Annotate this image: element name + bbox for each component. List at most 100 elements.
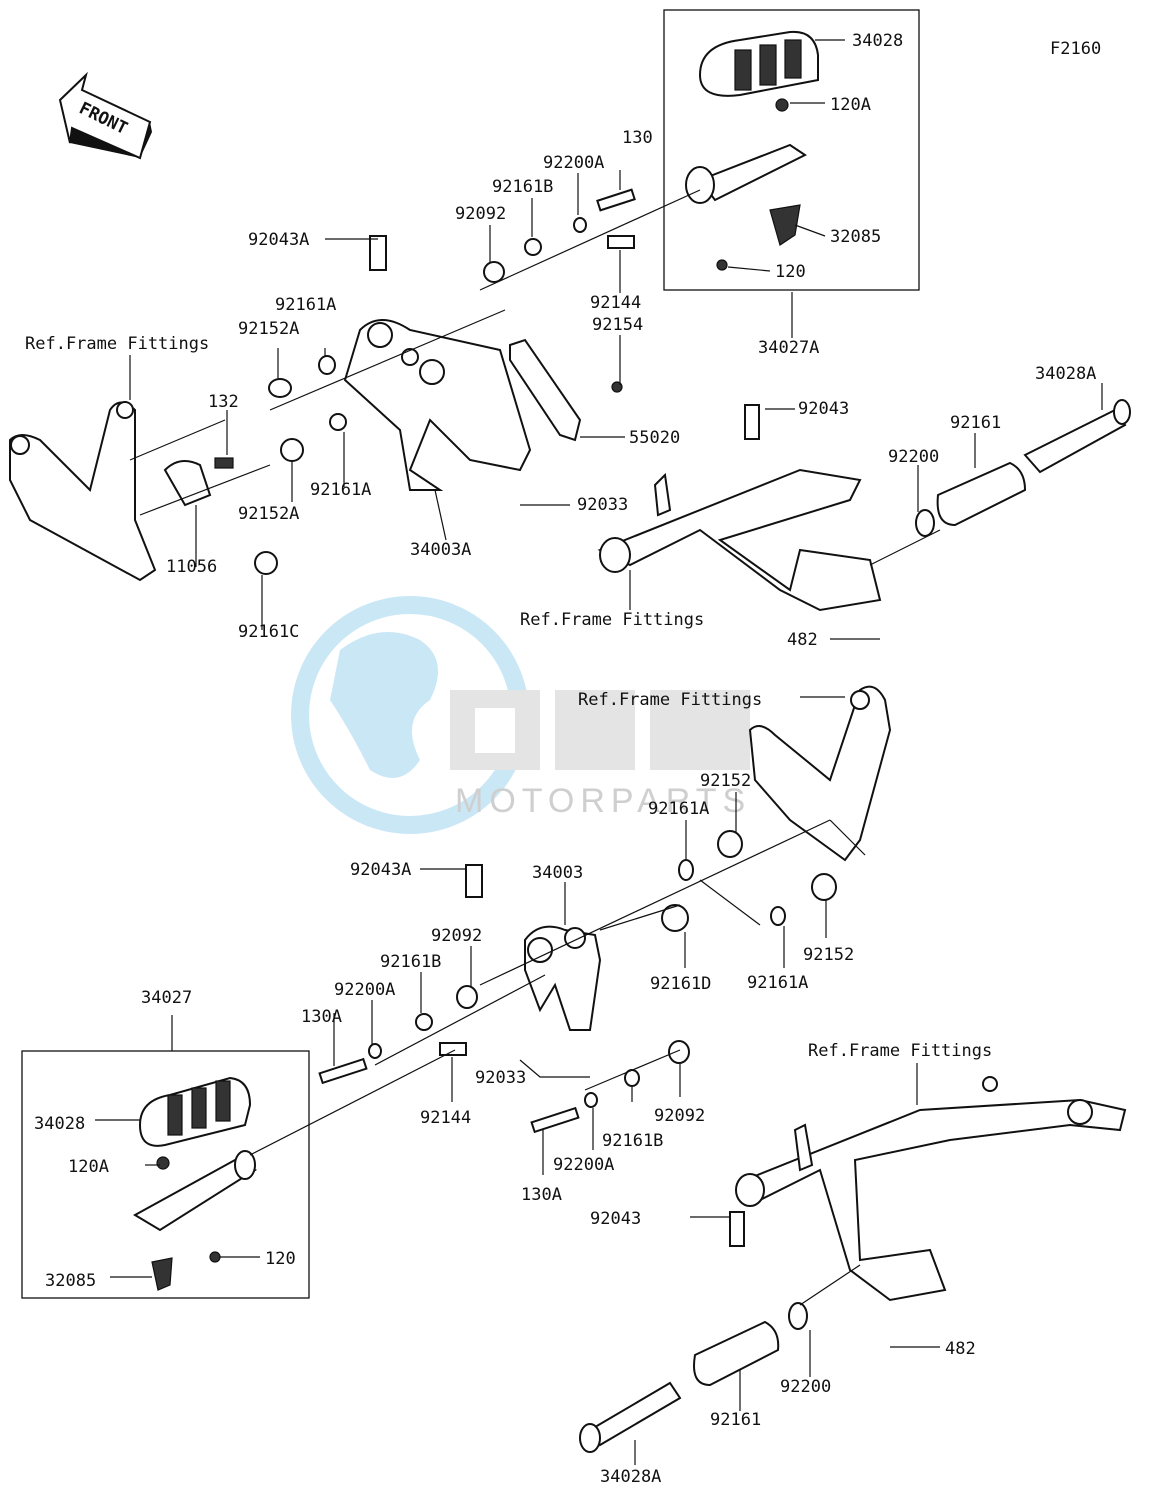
washer-92161a-a (678, 859, 694, 881)
part-label: 34028 (34, 1114, 85, 1134)
part-label: 92161B (602, 1131, 663, 1151)
watermark-letter-o-hole (475, 708, 515, 753)
part-label: 32085 (45, 1271, 96, 1291)
part-label: 92033 (577, 495, 628, 515)
part-label: 92161B (380, 952, 441, 972)
part-label: 92152A (238, 319, 299, 339)
pin-92043-lower (729, 1211, 745, 1247)
part-label: Ref.Frame Fittings (808, 1041, 992, 1061)
spring-92144-lower (439, 1042, 467, 1056)
grip-92161-upper (936, 461, 1027, 527)
watermark-globe-land (330, 632, 438, 778)
frame-bracket-lower-right (748, 685, 892, 862)
footrest-bracket-upper (685, 98, 807, 271)
part-label: 92200A (543, 153, 604, 173)
pin-92043a-lower (465, 864, 483, 898)
part-label: 34028A (1035, 364, 1096, 384)
washer-92200a-lower-a (368, 1043, 382, 1059)
footrest-bracket-lower (132, 1150, 258, 1291)
part-label: 130A (301, 1007, 342, 1027)
bushing-92092-lower-b (668, 1040, 690, 1064)
washer-92161a-upper (318, 355, 336, 375)
footrest-rubber-upper (698, 30, 819, 97)
bracket-11056 (163, 460, 212, 507)
step-bar-lower-right (735, 1076, 1127, 1302)
frame-bracket-upper-left (9, 401, 157, 582)
part-label: 92161B (492, 177, 553, 197)
washer-92200a-upper (573, 217, 587, 233)
part-label: 92043A (248, 230, 309, 250)
part-label: 34027A (758, 338, 819, 358)
part-label: 92161A (747, 973, 808, 993)
part-label: 34003 (532, 863, 583, 883)
part-label: 92161A (648, 799, 709, 819)
part-labels: 34028 120A 130 92200A 92161B 92092 92043A 32085… (25, 31, 1096, 1487)
part-label: 92144 (420, 1108, 471, 1128)
part-label: 92200 (888, 447, 939, 467)
part-label: 92161 (710, 1410, 761, 1430)
part-label: 130A (521, 1185, 562, 1205)
part-label: 55020 (629, 428, 680, 448)
watermark-logo (291, 596, 750, 834)
part-label: 92152 (700, 771, 751, 791)
part-label: 92200A (334, 980, 395, 1000)
part-label: 92043A (350, 860, 411, 880)
part-label: Ref.Frame Fittings (578, 690, 762, 710)
part-label: 92200A (553, 1155, 614, 1175)
bolt-130 (596, 188, 636, 212)
part-label: 120 (265, 1249, 296, 1269)
washer-92161b-upper (524, 238, 542, 256)
part-label: 482 (787, 630, 818, 650)
part-label: 132 (208, 392, 239, 412)
bushing-92092-upper (483, 261, 505, 283)
watermark-subtitle: MOTORPARTS (455, 782, 751, 820)
peg-34028a-upper (1023, 399, 1131, 474)
part-label: 92154 (592, 315, 643, 335)
part-label: Ref.Frame Fittings (25, 334, 209, 354)
grip-92161-lower (693, 1320, 780, 1387)
part-label: 34003A (410, 540, 471, 560)
part-label: 130 (622, 128, 653, 148)
part-label: 92161A (275, 295, 336, 315)
part-label: 92043 (590, 1209, 641, 1229)
part-label: 92152 (803, 945, 854, 965)
bracket-34003a (343, 319, 532, 491)
part-label: 92161 (950, 413, 1001, 433)
part-label: 92161C (238, 622, 299, 642)
part-label: 92033 (475, 1068, 526, 1088)
washer-92161a-b (770, 906, 786, 926)
part-label: 120A (68, 1157, 109, 1177)
part-label: 34028A (600, 1467, 661, 1487)
part-label: 92092 (431, 926, 482, 946)
bushing-92092-lower-a (456, 985, 478, 1009)
footrest-box-lower (21, 1050, 310, 1299)
part-label: 92200 (780, 1377, 831, 1397)
part-label: 92092 (455, 204, 506, 224)
part-label: 92092 (654, 1106, 705, 1126)
part-label: 92043 (798, 399, 849, 419)
bushing-92152a-lower (280, 438, 304, 462)
part-label: 32085 (830, 227, 881, 247)
step-bar-upper-right (597, 468, 882, 612)
watermark-letter-s (555, 690, 635, 770)
leader-lines (95, 39, 1103, 1465)
bushing-92152-upper-lower (717, 830, 743, 858)
part-label: 92161A (310, 480, 371, 500)
footrest-rubber-lower (138, 1076, 252, 1147)
part-label: 34027 (141, 988, 192, 1008)
peg-34028a-lower (579, 1381, 682, 1453)
part-label: 11056 (166, 557, 217, 577)
part-label: 92161D (650, 974, 711, 994)
collar-92161c (254, 551, 278, 575)
part-label: 34028 (852, 31, 903, 51)
spring-92144-upper (607, 235, 635, 249)
washer-92200-upper (915, 509, 935, 537)
collar-92161d (661, 904, 689, 932)
plate-55020 (509, 338, 582, 442)
bolt-132 (214, 457, 234, 469)
part-label: Ref.Frame Fittings (520, 610, 704, 630)
bushing-92152-lower-lower (811, 873, 837, 901)
bolt-130a-lower-b (530, 1106, 580, 1134)
